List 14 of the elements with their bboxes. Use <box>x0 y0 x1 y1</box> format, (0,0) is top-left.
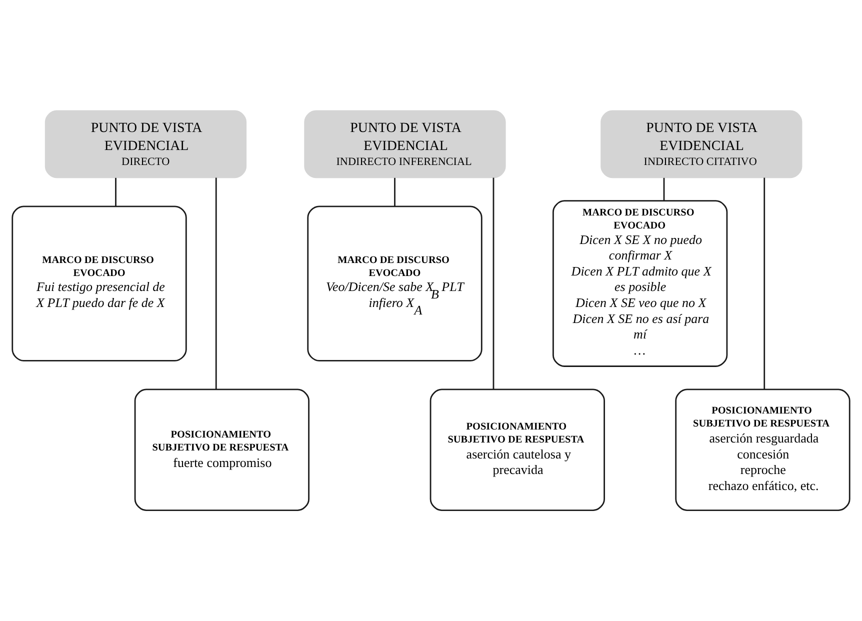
connector <box>115 178 116 206</box>
connector <box>764 178 766 390</box>
node-box: MARCO DE DISCURSO EVOCADO Fui testigo presencial de X PLT puedo dar fe de X <box>12 206 187 362</box>
node-box: MARCO DE DISCURSO EVOCADO Dicen X SE X no puedo confirmar X Dicen X PLT admito que X es posible Dicen X SE veo que no X Dicen X SE no es así para mí … <box>552 200 728 367</box>
connector <box>394 178 396 206</box>
node-box: POSICIONAMIENTO SUBJETIVO DE RESPUESTA aserción resguardada concesión reproche rechazo enfático, etc. <box>675 388 850 511</box>
connector <box>215 178 217 390</box>
connector <box>663 178 665 201</box>
connector <box>492 178 494 390</box>
node-box: PUNTO DE VISTA EVIDENCIAL DIRECTO <box>44 110 247 178</box>
node-box: POSICIONAMIENTO SUBJETIVO DE RESPUESTA aserción cautelosa y precavida <box>430 388 605 511</box>
node-box: PUNTO DE VISTA EVIDENCIAL INDIRECTO INFERENCIAL <box>304 110 506 178</box>
node-box: POSICIONAMIENTO SUBJETIVO DE RESPUESTA fuerte compromiso <box>134 388 310 511</box>
node-box: PUNTO DE VISTA EVIDENCIAL INDIRECTO CITATIVO <box>600 110 802 178</box>
